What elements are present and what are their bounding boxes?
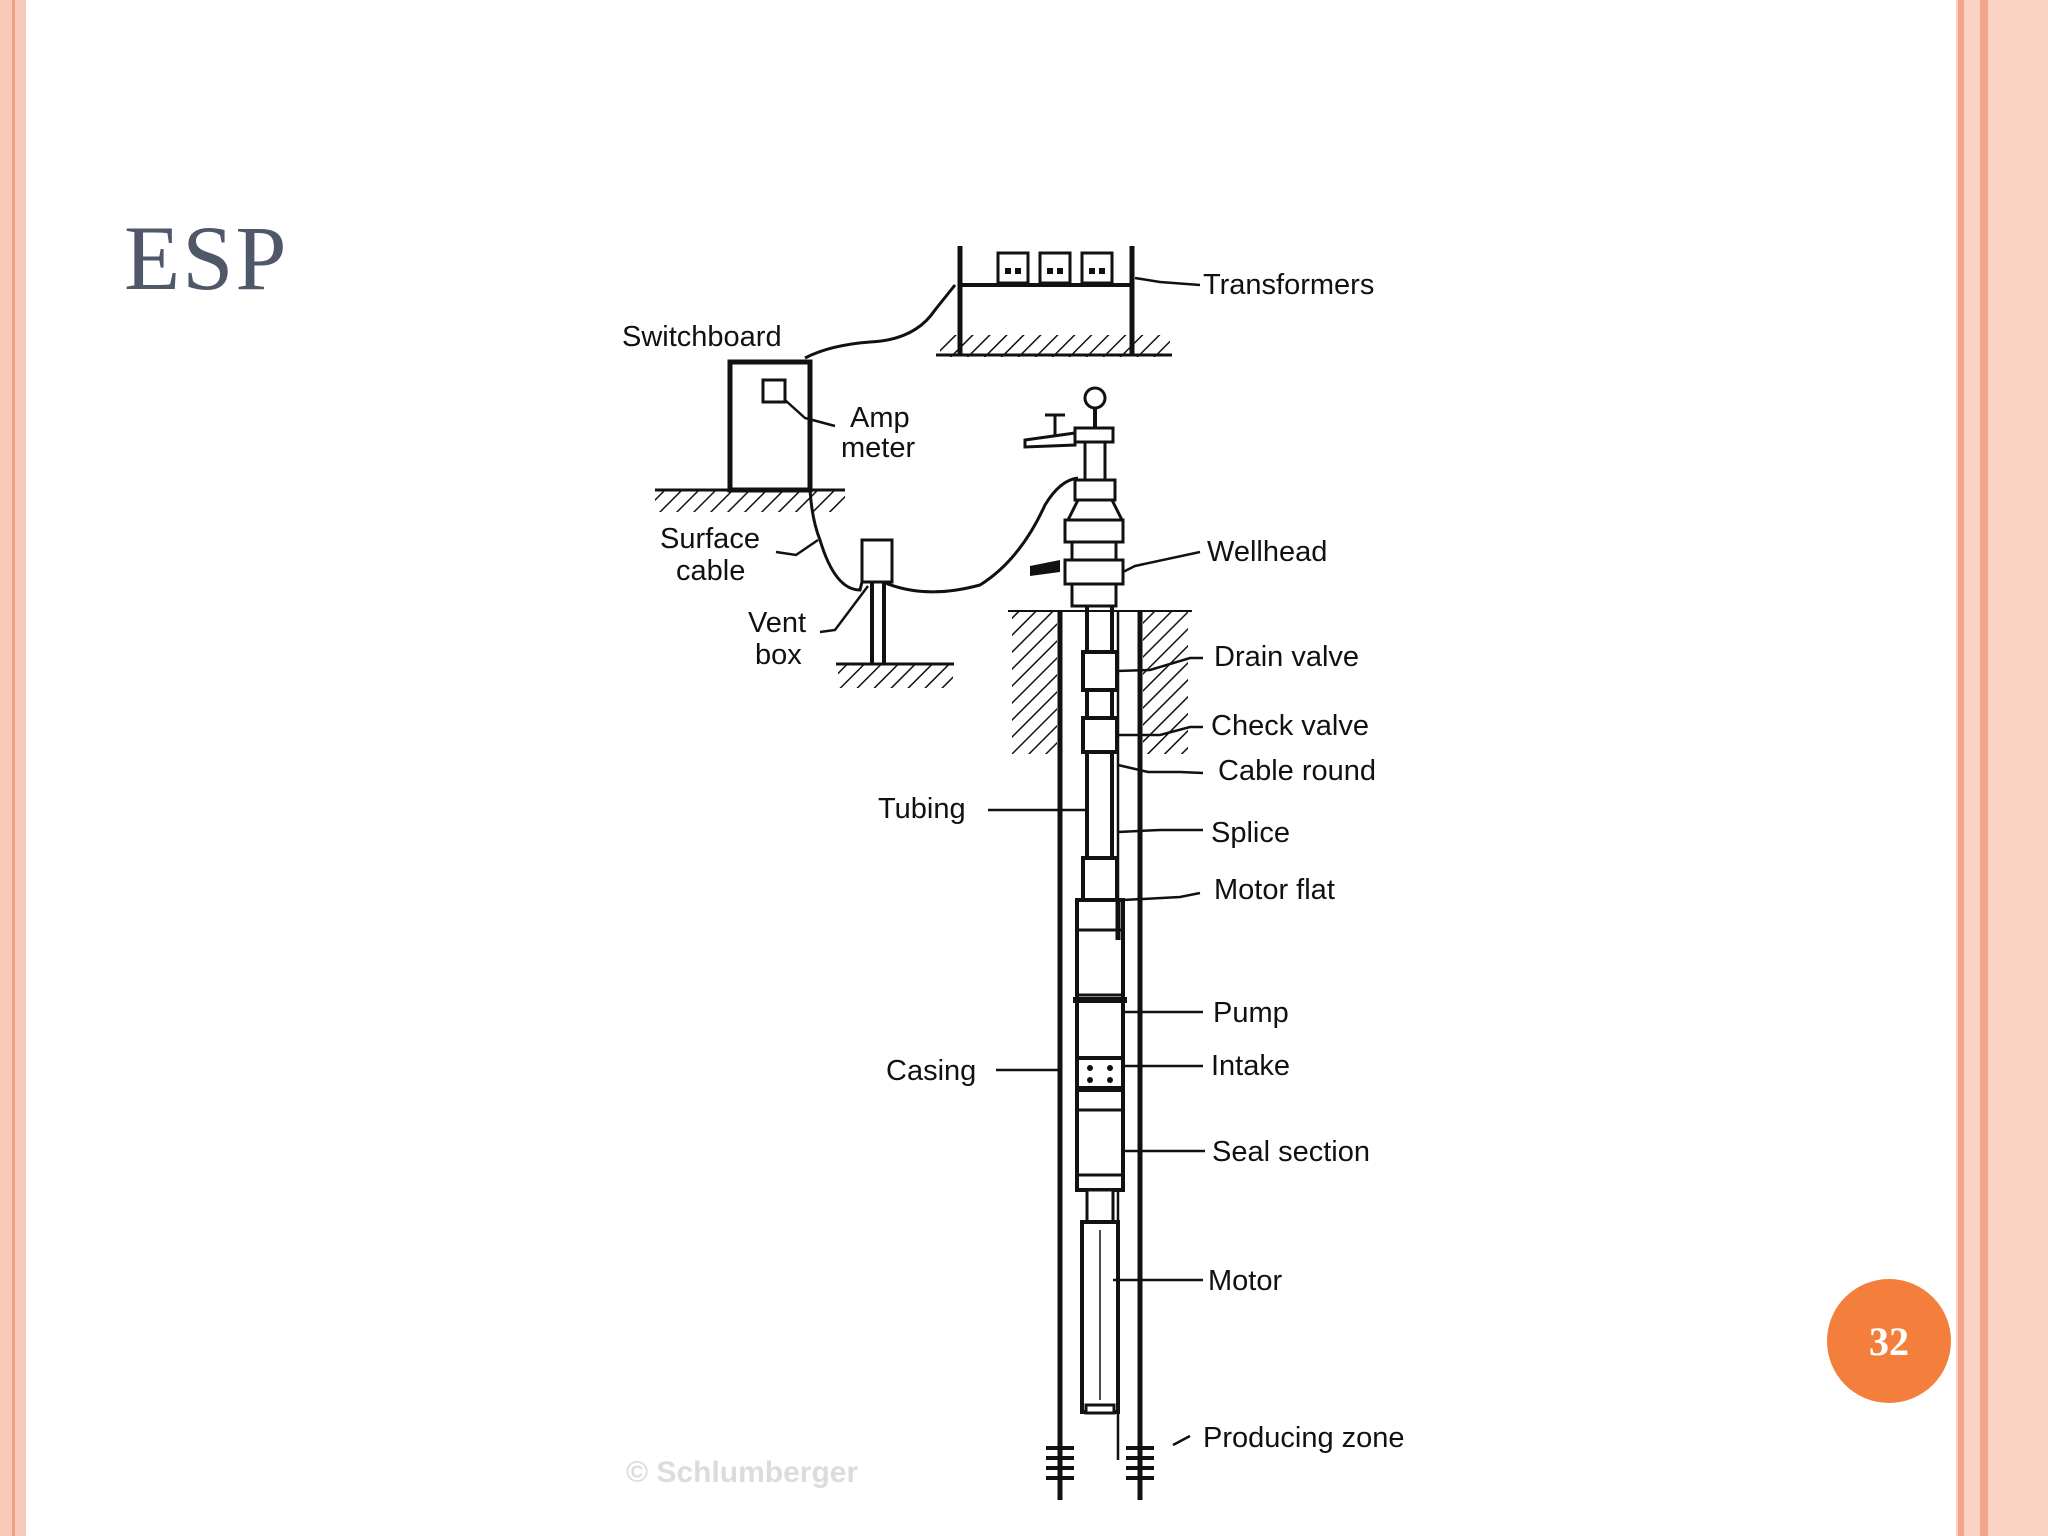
label-amp-meter-line1: Amp xyxy=(850,402,910,434)
surface-cable-graphic xyxy=(775,476,1079,594)
label-vent-box-line2: box xyxy=(755,639,802,671)
leader-lines xyxy=(988,656,1205,1447)
label-wellhead: Wellhead xyxy=(1207,536,1327,568)
label-transformers: Transformers xyxy=(1203,269,1374,301)
label-producing-zone: Producing zone xyxy=(1203,1422,1405,1454)
right-border-decoration xyxy=(1956,0,2048,1536)
page-number-badge: 32 xyxy=(1827,1279,1951,1403)
label-intake: Intake xyxy=(1211,1050,1290,1082)
right-border-line-inner xyxy=(1958,0,1964,1536)
switchboard-graphic xyxy=(655,284,957,512)
left-border-line xyxy=(12,0,15,1536)
wellhead-graphic xyxy=(1023,386,1201,608)
label-vent-box-line1: Vent xyxy=(748,607,806,639)
vent-box-graphic xyxy=(819,538,954,688)
transformers-graphic xyxy=(936,246,1201,357)
label-switchboard: Switchboard xyxy=(622,321,782,353)
label-motor-flat: Motor flat xyxy=(1214,874,1335,906)
label-seal-section: Seal section xyxy=(1212,1136,1370,1168)
label-casing: Casing xyxy=(886,1055,976,1087)
label-drain-valve: Drain valve xyxy=(1214,641,1359,673)
esp-diagram: Transformers Switchboard Amp meter Surfa… xyxy=(622,246,1405,1500)
label-amp-meter-line2: meter xyxy=(841,432,915,464)
label-cable-round: Cable round xyxy=(1218,755,1376,787)
slide-title: ESP xyxy=(124,207,289,309)
tubing-string-graphic xyxy=(1073,606,1127,1415)
label-check-valve: Check valve xyxy=(1211,710,1369,742)
well-bore-graphic xyxy=(1008,610,1192,1500)
right-border-line xyxy=(1980,0,1988,1536)
label-splice: Splice xyxy=(1211,817,1290,849)
label-tubing: Tubing xyxy=(878,793,966,825)
watermark: © Schlumberger xyxy=(626,1456,858,1489)
label-motor: Motor xyxy=(1208,1265,1282,1297)
label-surface-cable-line2: cable xyxy=(676,555,745,587)
page-number: 32 xyxy=(1869,1318,1909,1364)
label-pump: Pump xyxy=(1213,997,1289,1029)
label-surface-cable-line1: Surface xyxy=(660,523,760,555)
